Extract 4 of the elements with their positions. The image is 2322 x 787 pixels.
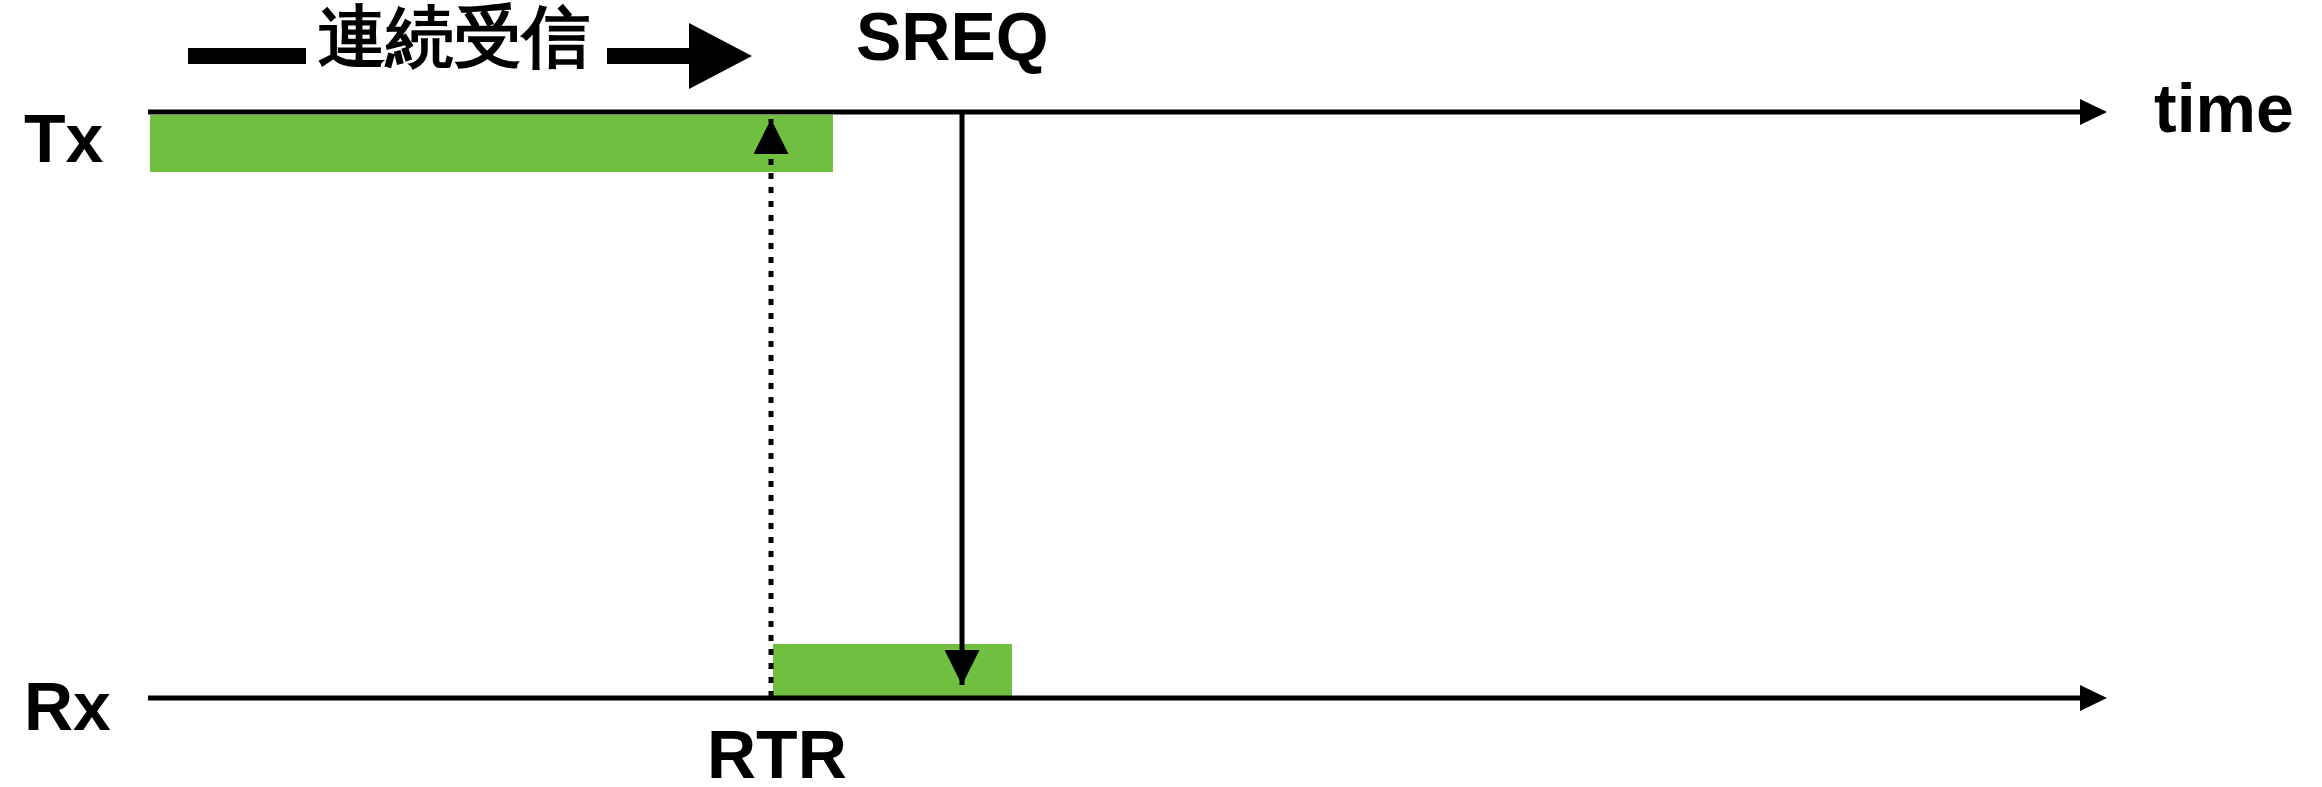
timing-bar — [150, 115, 833, 172]
timing-bar — [773, 644, 1012, 697]
arrow — [944, 113, 980, 685]
dotted-arrow — [753, 119, 789, 697]
